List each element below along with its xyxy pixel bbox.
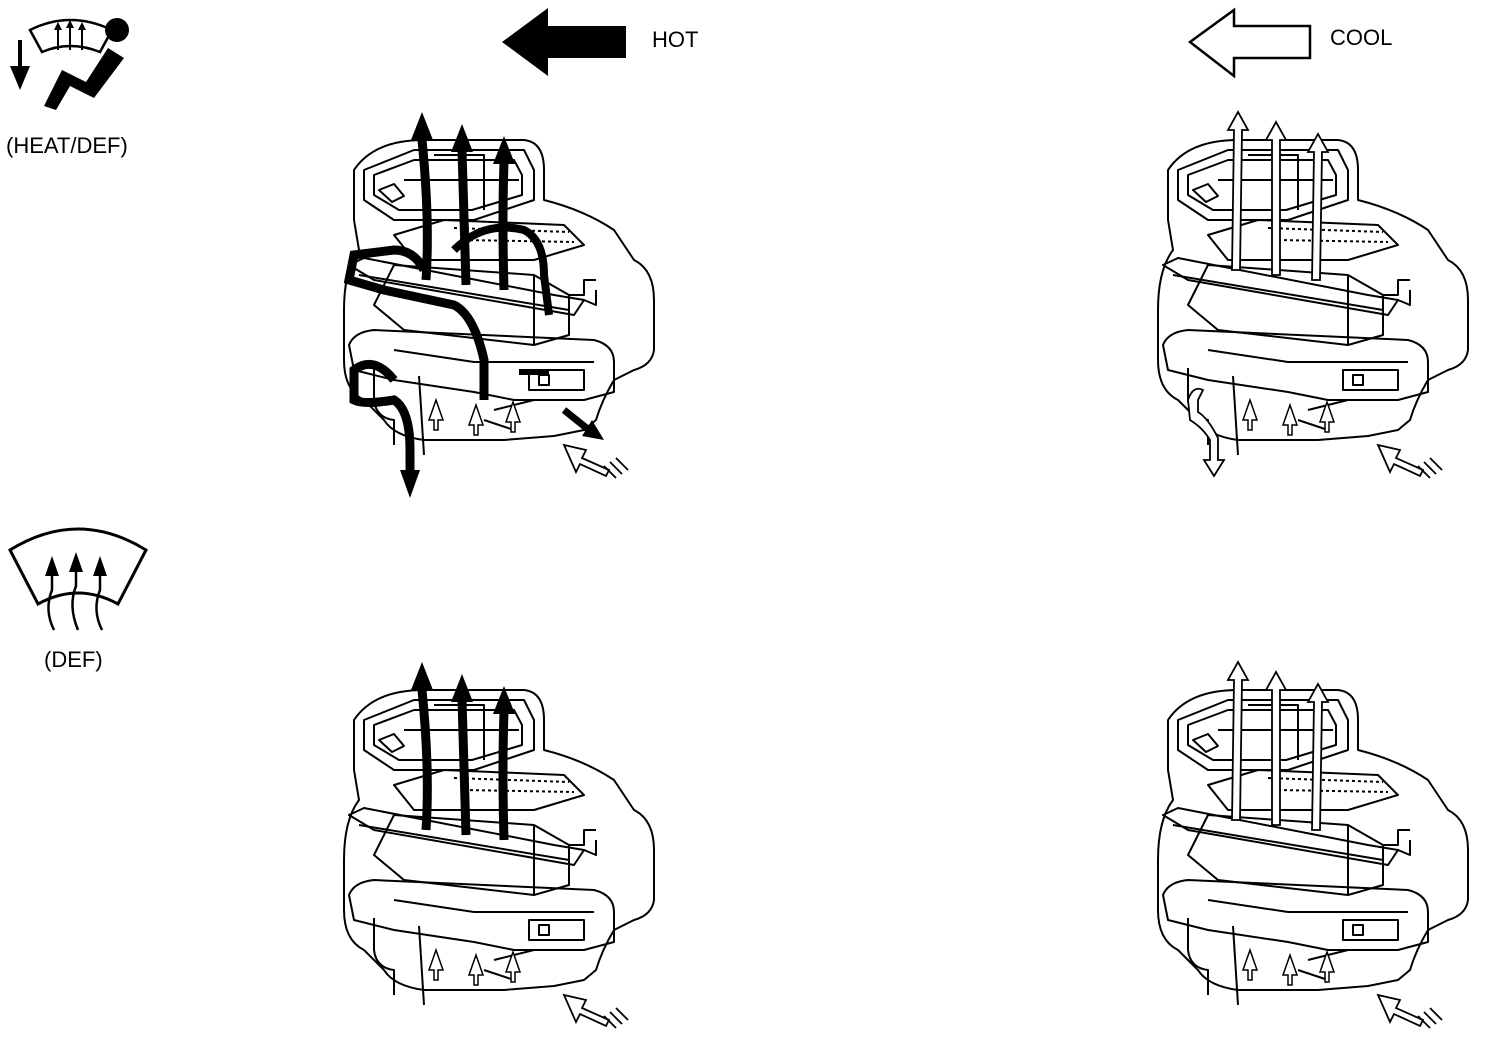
hot-arrow-icon [502,8,626,76]
cool-legend-label: COOL [1330,25,1393,50]
def-hot-diagram [343,662,655,1029]
def-cool-diagram [1157,661,1469,1029]
heat-def-hot-diagram [343,112,655,498]
def-mode-label: (DEF) [44,647,103,672]
heat-def-mode-icon [10,18,129,110]
cool-arrow-icon [1187,7,1312,79]
hot-legend-label: HOT [652,27,699,52]
defrost-mode-icon [8,527,148,631]
heat-def-cool-diagram [1157,111,1469,479]
heat-def-mode-label: (HEAT/DEF) [6,133,128,158]
